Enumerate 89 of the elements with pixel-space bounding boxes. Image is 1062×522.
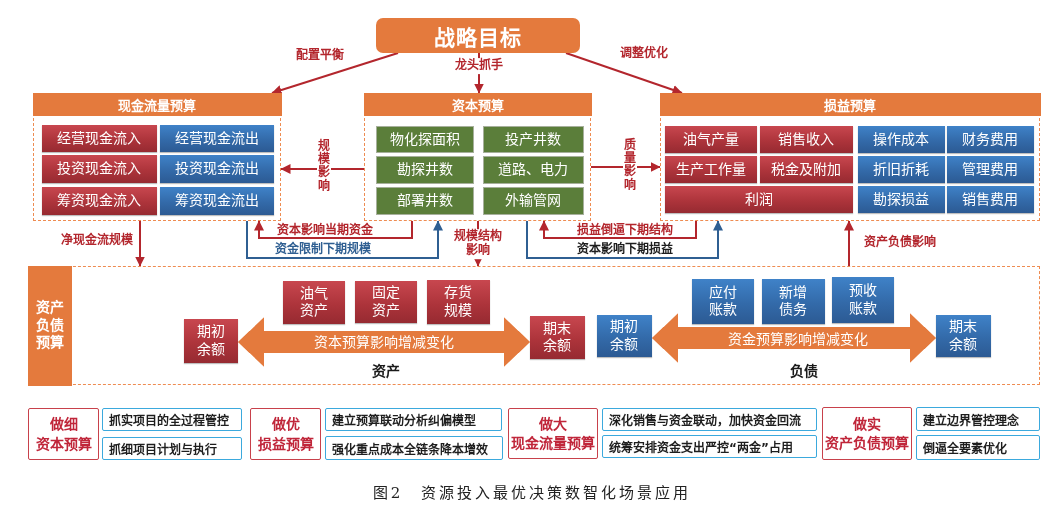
budget-panel	[364, 93, 591, 221]
arrow	[254, 220, 413, 239]
edge-label: 调整优化	[620, 47, 668, 61]
panel-title: 资本预算	[363, 93, 592, 116]
item-tile: 操作成本	[857, 126, 945, 153]
edge-label: 净现金流规模	[61, 234, 133, 248]
account-tile: 期初余额	[596, 314, 652, 357]
arrow	[539, 220, 697, 239]
block-arrow	[652, 313, 936, 363]
account-tile: 新增债务	[761, 278, 825, 324]
block-arrow	[238, 317, 530, 367]
card-heading: 做优	[271, 416, 300, 433]
edge-label: 资本影响下期损益	[577, 243, 673, 257]
edge-label: 龙头抓手	[453, 58, 505, 74]
action-card: 深化销售与资金联动，加快资金回流	[602, 408, 817, 431]
edge-label: 资产负债影响	[864, 236, 936, 250]
arrow	[135, 220, 145, 267]
item-tile: 外输管网	[482, 187, 584, 215]
item-tile: 物化探面积	[375, 126, 474, 153]
action-card: 建立边界管控理念	[916, 407, 1040, 431]
item-tile: 部署井数	[375, 187, 474, 215]
item-tile: 筹资现金流出	[159, 187, 274, 215]
edge-label: 资本影响当期资金	[277, 224, 373, 238]
section-label: 资产	[372, 362, 400, 380]
item-tile: 财务费用	[946, 126, 1034, 153]
item-tile: 税金及附加	[759, 156, 853, 183]
account-tile: 油气资产	[282, 280, 345, 324]
budget-panel	[660, 93, 1040, 221]
goal-card	[508, 408, 598, 459]
arrow	[271, 52, 399, 95]
action-card: 抓实项目的全过程管控	[102, 408, 242, 431]
panel-title: 现金流量预算	[32, 93, 282, 116]
section-title: 资产负债预算	[27, 265, 72, 386]
goal-card	[28, 408, 99, 460]
item-tile: 销售收入	[759, 126, 853, 153]
account-tile: 应付账款	[691, 278, 754, 324]
item-tile: 投资现金流出	[159, 155, 274, 183]
goal-card	[822, 407, 912, 460]
account-tile: 期末余额	[935, 314, 991, 357]
card-title: 现金流量预算	[511, 435, 595, 452]
account-tile: 预收账款	[831, 276, 894, 323]
account-tile: 期末余额	[529, 315, 585, 359]
item-tile: 管理费用	[946, 156, 1034, 183]
edge-label: 资本预算影响增减变化	[312, 333, 456, 351]
item-tile: 勘探损益	[857, 186, 945, 213]
item-tile: 经营现金流出	[159, 125, 274, 152]
item-tile: 折旧折耗	[857, 156, 945, 183]
action-card: 建立预算联动分析纠偏模型	[325, 408, 502, 431]
card-heading: 做实	[853, 415, 881, 432]
edge-label: 配置平衡	[296, 49, 344, 63]
item-tile: 经营现金流入	[41, 125, 157, 152]
arrow	[565, 52, 683, 95]
edge-label: 损益倒逼下期结构	[577, 224, 673, 238]
goal-card	[250, 408, 321, 460]
edge-label: 资金限制下期规模	[275, 243, 371, 257]
edge-label: 资金预算影响增减变化	[726, 330, 870, 348]
card-heading: 做大	[539, 415, 567, 432]
item-tile: 道路、电力	[482, 156, 584, 184]
arrow	[590, 162, 661, 172]
item-tile: 勘探井数	[375, 156, 474, 184]
action-card: 强化重点成本全链条降本增效	[325, 436, 503, 460]
item-tile: 投资现金流入	[41, 155, 157, 183]
arrow	[246, 220, 443, 259]
panel-title: 损益预算	[659, 93, 1041, 116]
card-heading: 做细	[49, 416, 78, 433]
action-card: 倒逼全要素优化	[916, 435, 1040, 460]
item-tile: 投产井数	[482, 126, 584, 153]
arrow	[844, 220, 854, 267]
budget-section	[28, 266, 1040, 385]
account-tile: 存货规模	[426, 279, 490, 324]
item-tile: 油气产量	[664, 126, 757, 153]
card-title: 资产负债预算	[825, 435, 909, 452]
section-label: 负债	[790, 362, 818, 380]
budget-panel	[33, 93, 281, 221]
arrow	[280, 164, 365, 174]
item-tile: 生产工作量	[664, 156, 757, 183]
card-title: 资本预算	[35, 435, 92, 452]
card-title: 损益预算	[257, 435, 314, 452]
item-tile: 利润	[664, 186, 853, 213]
edge-label: 规模结构影响	[453, 229, 503, 259]
account-tile: 固定资产	[354, 280, 417, 323]
arrow	[526, 220, 723, 259]
action-card: 统筹安排资金支出严控“两金”占用	[602, 435, 817, 458]
item-tile: 筹资现金流入	[41, 187, 157, 215]
account-tile: 期初余额	[183, 318, 238, 363]
figure-caption: 图2 资源投入最优决策数智化场景应用	[372, 482, 692, 502]
action-card: 抓细项目计划与执行	[102, 437, 242, 460]
item-tile: 销售费用	[946, 186, 1034, 213]
goal-banner: 战略目标	[376, 18, 580, 53]
